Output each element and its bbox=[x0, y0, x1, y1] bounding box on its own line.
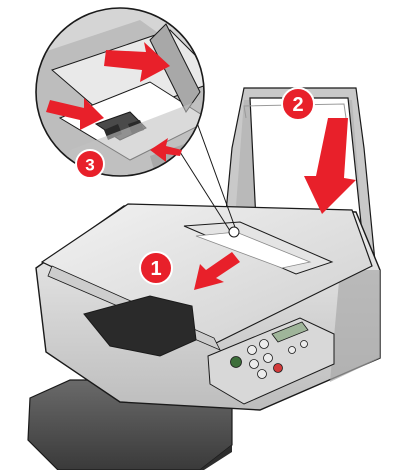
step-number-2: 2 bbox=[292, 94, 303, 116]
step-number-3: 3 bbox=[85, 156, 94, 175]
step-badge-2: 2 bbox=[282, 88, 314, 120]
step-badge-1: 1 bbox=[140, 252, 172, 284]
step-number-1: 1 bbox=[150, 258, 161, 280]
zoom-inset bbox=[20, 0, 220, 190]
step-badge-3: 3 bbox=[76, 150, 104, 178]
